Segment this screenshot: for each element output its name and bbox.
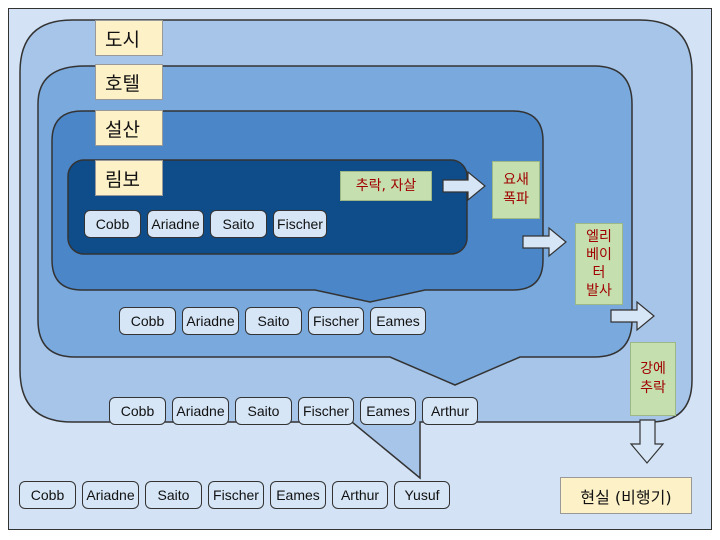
chip-hotel-fischer: Fischer	[298, 397, 354, 425]
kick-hotel: 엘리 베이 터 발사	[575, 223, 623, 305]
chip-city-arthur: Arthur	[332, 481, 388, 509]
chip-hotel-arthur: Arthur	[422, 397, 478, 425]
chip-snow-eames: Eames	[370, 307, 426, 335]
chip-hotel-cobb: Cobb	[109, 397, 166, 425]
chip-city-yusuf: Yusuf	[394, 481, 450, 509]
kick-snow: 요새 폭파	[492, 161, 540, 219]
chip-limbo-ariadne: Ariadne	[147, 210, 204, 238]
chip-city-cobb: Cobb	[19, 481, 76, 509]
chip-hotel-ariadne: Ariadne	[172, 397, 229, 425]
chip-hotel-saito: Saito	[235, 397, 292, 425]
chip-limbo-saito: Saito	[210, 210, 267, 238]
chip-limbo-fischer: Fischer	[273, 210, 327, 238]
chip-snow-ariadne: Ariadne	[182, 307, 239, 335]
chip-city-eames: Eames	[270, 481, 326, 509]
chip-snow-saito: Saito	[245, 307, 302, 335]
chip-hotel-eames: Eames	[360, 397, 416, 425]
chip-city-ariadne: Ariadne	[82, 481, 139, 509]
chip-city-saito: Saito	[145, 481, 202, 509]
kick-city: 강에 추락	[630, 342, 676, 416]
chip-snow-cobb: Cobb	[119, 307, 176, 335]
kick-limbo: 추락, 자살	[340, 171, 432, 201]
arrow-limbo-to-snow	[442, 170, 486, 202]
arrow-hotel-to-city	[610, 300, 655, 332]
arrow-snow-to-hotel	[522, 226, 567, 258]
level-label-limbo: 림보	[95, 160, 163, 196]
level-label-city: 도시	[95, 20, 163, 56]
chip-city-fischer: Fischer	[208, 481, 264, 509]
level-label-snow: 설산	[95, 110, 163, 146]
reality-label: 현실 (비행기)	[560, 477, 692, 514]
chip-limbo-cobb: Cobb	[84, 210, 141, 238]
chip-snow-fischer: Fischer	[308, 307, 364, 335]
arrow-city-to-reality	[629, 419, 665, 464]
level-label-hotel: 호텔	[95, 64, 163, 100]
